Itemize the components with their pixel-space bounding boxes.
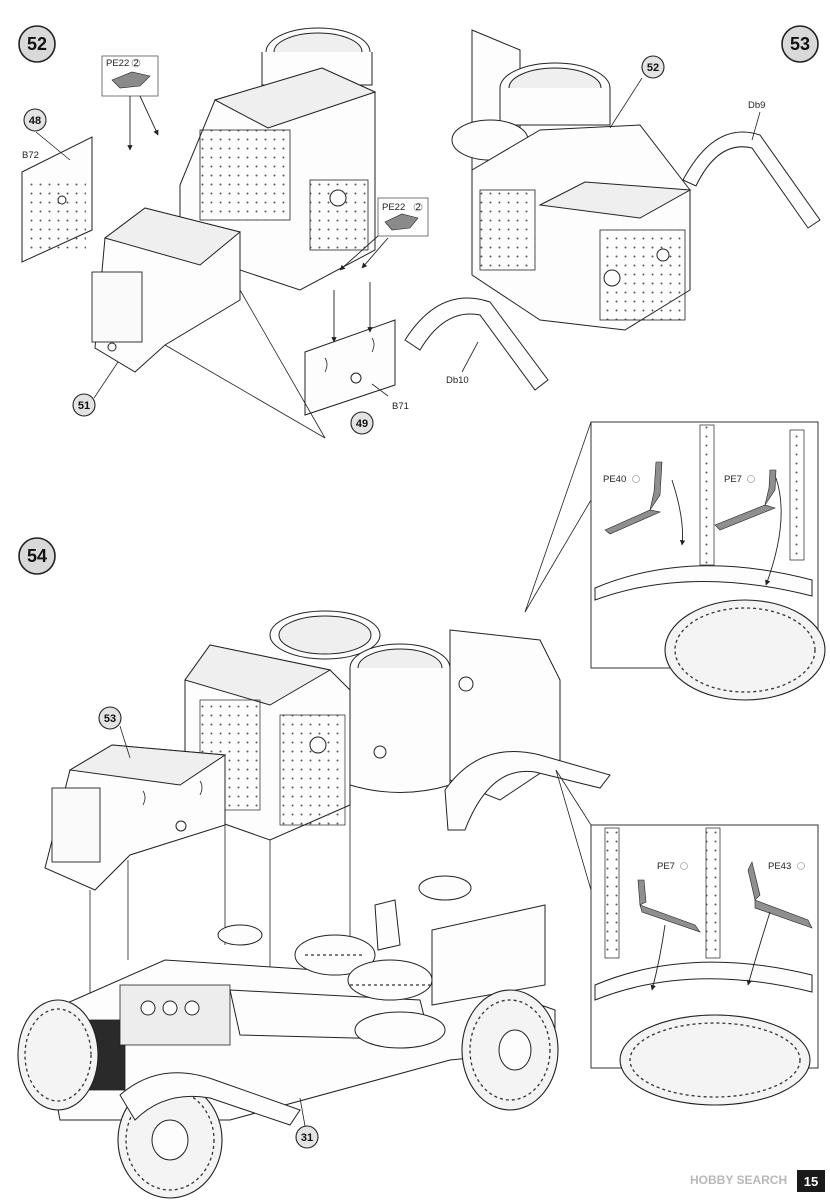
fender-db10 <box>404 297 549 391</box>
watermark-text: HOBBY SEARCH <box>690 1173 787 1187</box>
label-b72: B72 <box>22 150 39 161</box>
plate-b72 <box>21 136 93 263</box>
label-pe40: PE40 <box>603 474 626 485</box>
hull-assembly-53 <box>451 29 692 331</box>
step-54-number: 54 <box>27 546 47 566</box>
step-53-badge: 53 <box>781 25 819 63</box>
callout-49-text: 49 <box>356 418 368 430</box>
armored-body <box>44 610 611 891</box>
step-52-number: 52 <box>27 34 47 54</box>
callout-53: 53 <box>98 706 122 730</box>
callout-31: 31 <box>295 1125 319 1149</box>
fender-db9 <box>682 131 821 229</box>
leader-48 <box>35 131 71 161</box>
plate-b71 <box>304 319 396 416</box>
step-52-panel: 52 48 B72 <box>18 25 429 439</box>
rear-wheel <box>461 989 559 1111</box>
footer: HOBBY SEARCH 15 <box>690 1170 825 1192</box>
label-pe22-right: PE22 <box>382 202 405 213</box>
label-pe7-top: PE7 <box>724 474 742 485</box>
callout-53-text: 53 <box>104 713 116 725</box>
callout-31-text: 31 <box>301 1132 313 1144</box>
step-54-badge: 54 <box>18 537 56 575</box>
pe22-chip-right: PE22 2 <box>377 197 429 237</box>
label-pe22-right-qty: 2 <box>416 202 421 213</box>
callout-48-text: 48 <box>29 115 41 127</box>
callout-52-text: 52 <box>647 62 659 74</box>
step-53-panel: 53 52 Db9 Db10 <box>404 25 821 391</box>
detail-inset-bottom: PE7 PE43 <box>555 769 819 1106</box>
label-pe22-left: PE22 <box>106 58 129 69</box>
step-53-number: 53 <box>790 34 810 54</box>
callout-52: 52 <box>641 55 665 79</box>
label-b71: B71 <box>392 401 409 412</box>
hull-assembly-52 <box>91 27 377 373</box>
callout-51: 51 <box>72 393 96 417</box>
label-pe43: PE43 <box>768 861 791 872</box>
step-52-badge: 52 <box>18 25 56 63</box>
label-pe7-bottom: PE7 <box>657 861 675 872</box>
page-number: 15 <box>804 1174 818 1189</box>
callout-51-text: 51 <box>78 400 90 412</box>
label-pe22-left-qty: 2 <box>134 58 139 69</box>
page-number-box <box>797 1170 825 1192</box>
label-db9: Db9 <box>748 100 765 111</box>
step-54-panel: 54 <box>17 537 611 1199</box>
pe22-chip-left: PE22 2 <box>101 55 159 97</box>
front-wheel-far <box>17 999 99 1111</box>
detail-inset-top: PE40 PE7 <box>524 421 826 701</box>
callout-49: 49 <box>350 411 374 435</box>
label-db10: Db10 <box>446 375 469 386</box>
callout-48: 48 <box>23 108 47 132</box>
